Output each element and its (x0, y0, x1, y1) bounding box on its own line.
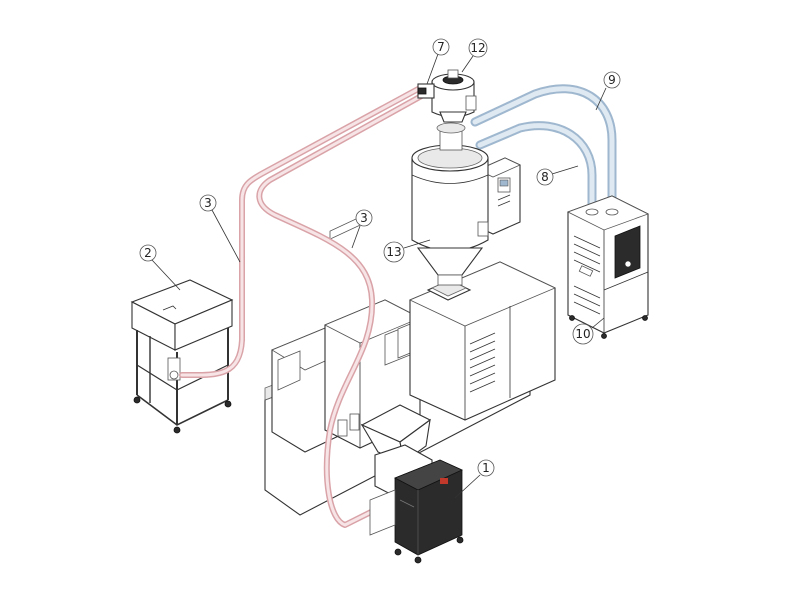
dehumidifier-dryer (566, 195, 650, 339)
dry-air-pipes (470, 84, 617, 217)
callout-1: 1 (454, 459, 495, 499)
dryer-hopper (411, 122, 521, 286)
callout-13-label: 13 (386, 245, 401, 259)
callout-2-label: 2 (144, 246, 152, 260)
callouts: 7 12 9 8 3 3 (139, 38, 621, 499)
callout-3-left-label: 3 (204, 196, 212, 210)
callout-9: 9 (595, 71, 621, 111)
injection-molding-machine (264, 216, 556, 516)
callout-13: 13 (383, 239, 431, 263)
granulator (360, 404, 464, 564)
dryer-vent-grille (573, 235, 601, 315)
machine-vent-grille (469, 332, 496, 393)
material-storage-box (130, 279, 234, 434)
conveying-pipes (179, 85, 428, 528)
emergency-stop-icon (440, 478, 448, 484)
callout-2: 2 (139, 244, 181, 291)
callout-9-label: 9 (608, 73, 616, 87)
callout-8-label: 8 (541, 170, 549, 184)
hopper-loader (417, 69, 477, 123)
callout-10-label: 10 (575, 327, 590, 341)
callout-12: 12 (461, 38, 488, 73)
callout-1-label: 1 (482, 461, 490, 475)
callout-3-right-label: 3 (360, 211, 368, 225)
callout-12-label: 12 (470, 41, 485, 55)
callout-8: 8 (536, 165, 579, 186)
callout-3-left: 3 (199, 194, 241, 263)
callout-3-right: 3 (351, 209, 373, 249)
callout-10: 10 (572, 317, 605, 345)
callout-7-label: 7 (437, 40, 445, 54)
callout-7: 7 (426, 38, 450, 85)
